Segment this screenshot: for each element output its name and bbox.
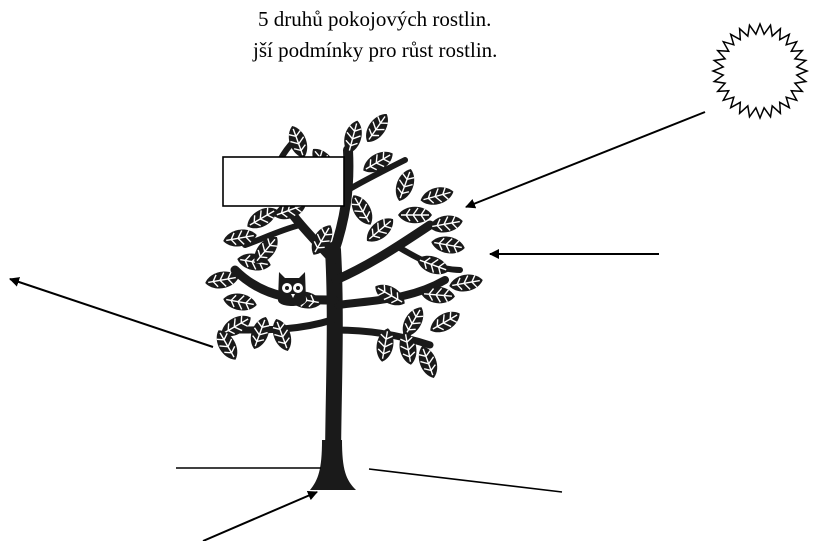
sun-icon	[713, 24, 807, 118]
label-box[interactable]	[223, 157, 344, 206]
ground-lines	[176, 468, 562, 492]
arrows	[10, 112, 705, 541]
tree-trunk-base	[310, 440, 356, 490]
arrow-sun-to-tree	[466, 112, 705, 207]
ground-line-right	[369, 469, 562, 492]
owl-icon	[278, 272, 306, 306]
arrow-bottom-to-root	[203, 492, 317, 541]
arrow-branch-to-left	[10, 279, 213, 347]
